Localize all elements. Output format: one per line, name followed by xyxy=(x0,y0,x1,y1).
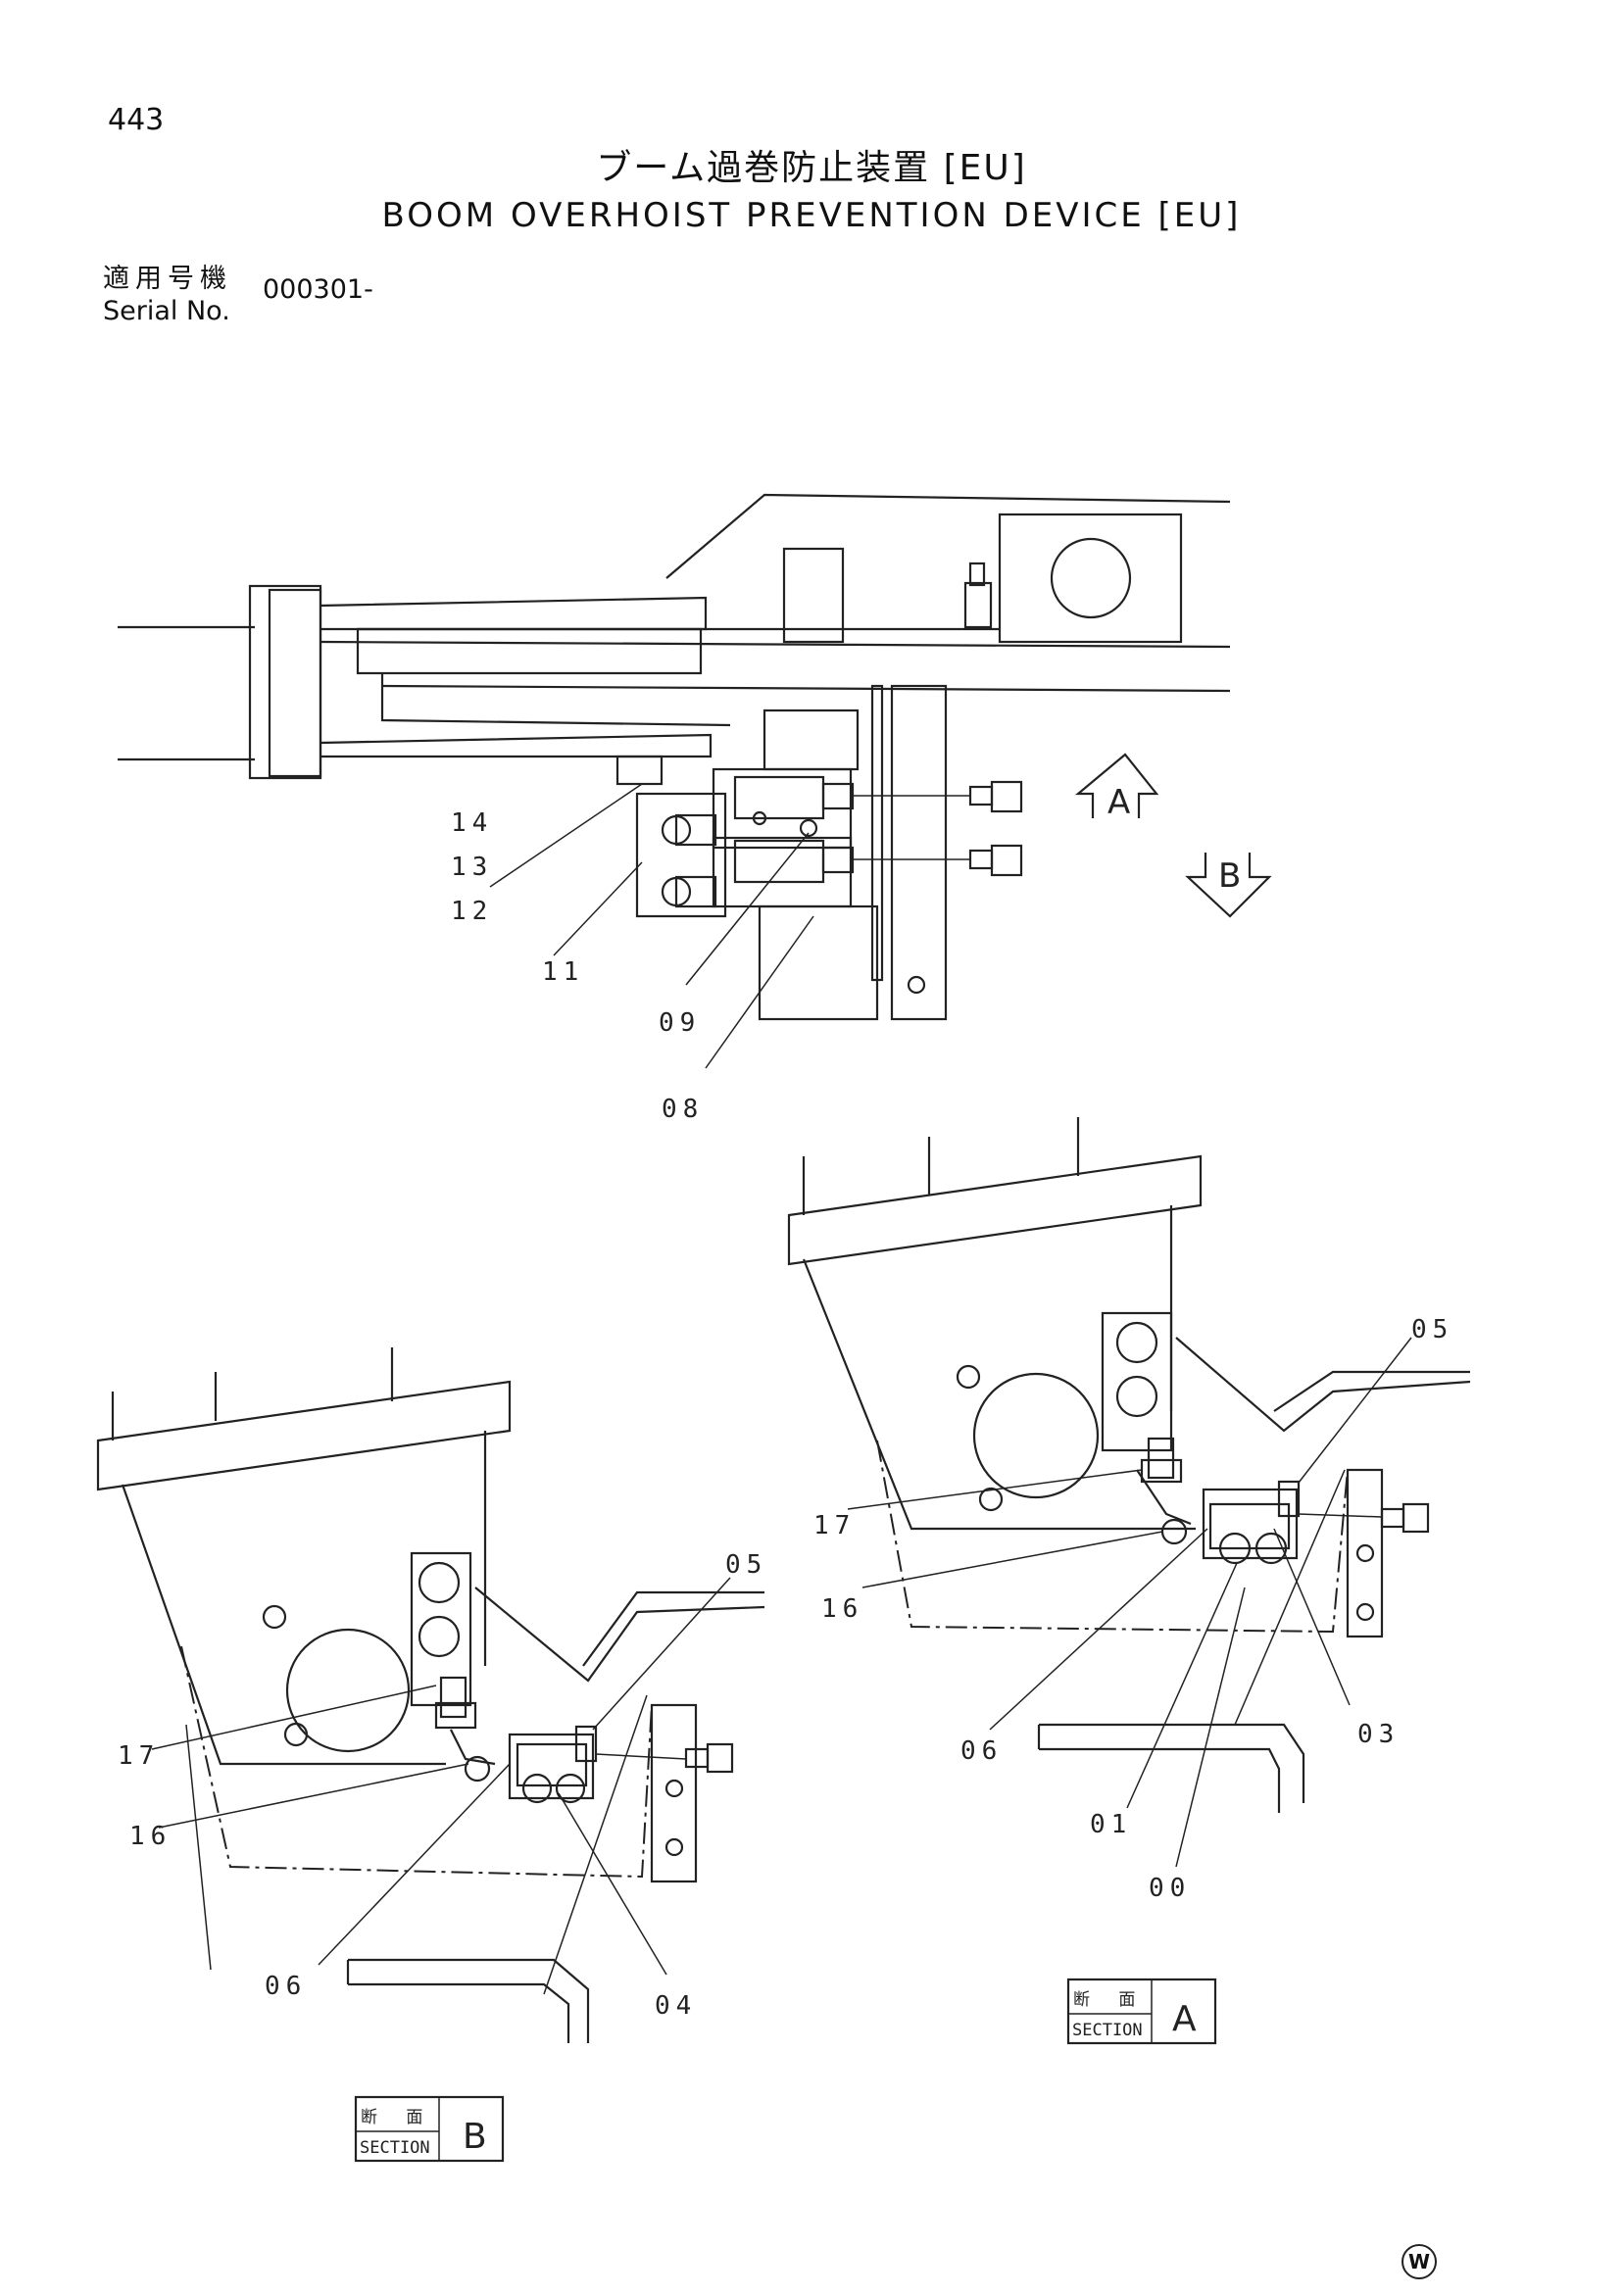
section-b-callout-05: 05 xyxy=(725,1550,767,1580)
section-b-letter: B xyxy=(463,2117,487,2157)
page-title-en: BOOM OVERHOIST PREVENTION DEVICE [EU] xyxy=(381,196,1242,235)
serial-label-en: Serial No. xyxy=(103,296,230,326)
section-b-callout-04: 04 xyxy=(655,1991,697,2021)
callout-13: 13 xyxy=(451,853,493,882)
callout-08: 08 xyxy=(662,1095,704,1124)
view-arrow-a-label: A xyxy=(1107,783,1130,822)
callout-12: 12 xyxy=(451,897,493,926)
section-a-letter: A xyxy=(1172,1999,1197,2039)
section-a-view xyxy=(787,1117,1471,1868)
section-a-label-en: SECTION xyxy=(1072,2021,1143,2040)
section-a-callout-06: 06 xyxy=(960,1736,1003,1766)
section-b-callout-06: 06 xyxy=(265,1972,307,2001)
callout-09: 09 xyxy=(659,1008,701,1038)
section-a-callout-03: 03 xyxy=(1357,1720,1400,1749)
section-a-label-box: 断 面 SECTION A xyxy=(1066,1978,1217,2045)
section-a-callout-00: 00 xyxy=(1149,1874,1191,1903)
section-b-label-en: SECTION xyxy=(360,2138,430,2158)
serial-label-ja: 適用号機 xyxy=(103,264,232,294)
section-b-label-ja: 断 面 xyxy=(361,2108,434,2127)
page-title-ja: ブーム過巻防止装置 [EU] xyxy=(596,148,1027,188)
section-a-callout-16: 16 xyxy=(821,1594,863,1624)
page-number: 443 xyxy=(108,103,165,137)
manufacturer-logo: W xyxy=(1402,2244,1437,2279)
section-b-callout-17: 17 xyxy=(118,1741,160,1771)
section-a-label-ja: 断 面 xyxy=(1073,1990,1147,2010)
section-b-callout-16: 16 xyxy=(129,1822,172,1851)
section-b-view xyxy=(96,1347,765,2043)
view-arrow-b-label: B xyxy=(1218,856,1241,896)
serial-value: 000301- xyxy=(263,274,373,305)
section-b-label-box: 断 面 SECTION B xyxy=(354,2095,505,2163)
section-a-callout-01: 01 xyxy=(1090,1810,1132,1839)
callout-14: 14 xyxy=(451,808,493,838)
top-view xyxy=(118,493,1272,1069)
section-a-callout-17: 17 xyxy=(813,1511,856,1540)
callout-11: 11 xyxy=(542,957,584,987)
section-a-callout-05: 05 xyxy=(1411,1315,1453,1344)
